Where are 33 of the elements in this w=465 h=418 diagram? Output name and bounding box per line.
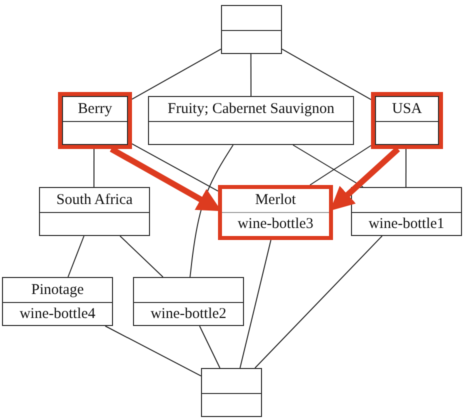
arrow [330, 146, 400, 211]
node-label: wine-bottle3 [238, 216, 314, 233]
concept-box [351, 187, 462, 236]
concept-box [201, 368, 262, 417]
concept-box [133, 277, 244, 326]
concept-box [39, 187, 150, 236]
node-label: wine-bottle1 [368, 216, 444, 232]
connector-line [132, 143, 218, 192]
connector-line [405, 148, 406, 188]
connector-line [68, 236, 84, 278]
node-label: Merlot [255, 192, 296, 209]
connector-line [310, 144, 372, 186]
concept-box [221, 5, 282, 54]
connector-line [199, 326, 220, 368]
node-label: Berry [78, 100, 112, 118]
node-label: USA [392, 100, 422, 118]
connector-line [282, 48, 372, 100]
concept-box [218, 185, 333, 240]
connector-line [292, 144, 364, 188]
node-label: Pinotage [31, 282, 84, 298]
connector-line [132, 48, 222, 100]
connector-line [250, 54, 252, 96]
node-label: wine-bottle4 [20, 306, 96, 322]
connector-line [240, 240, 272, 368]
concept-box [148, 96, 354, 145]
connector-line [104, 326, 202, 376]
node-label: Fruity; Cabernet Sauvignon [168, 100, 334, 118]
connector-line [93, 148, 94, 188]
connector-line [120, 236, 164, 278]
connector-line [254, 236, 383, 368]
node-label: South Africa [56, 192, 133, 208]
concept-box [2, 277, 113, 326]
node-label: wine-bottle2 [150, 306, 226, 322]
